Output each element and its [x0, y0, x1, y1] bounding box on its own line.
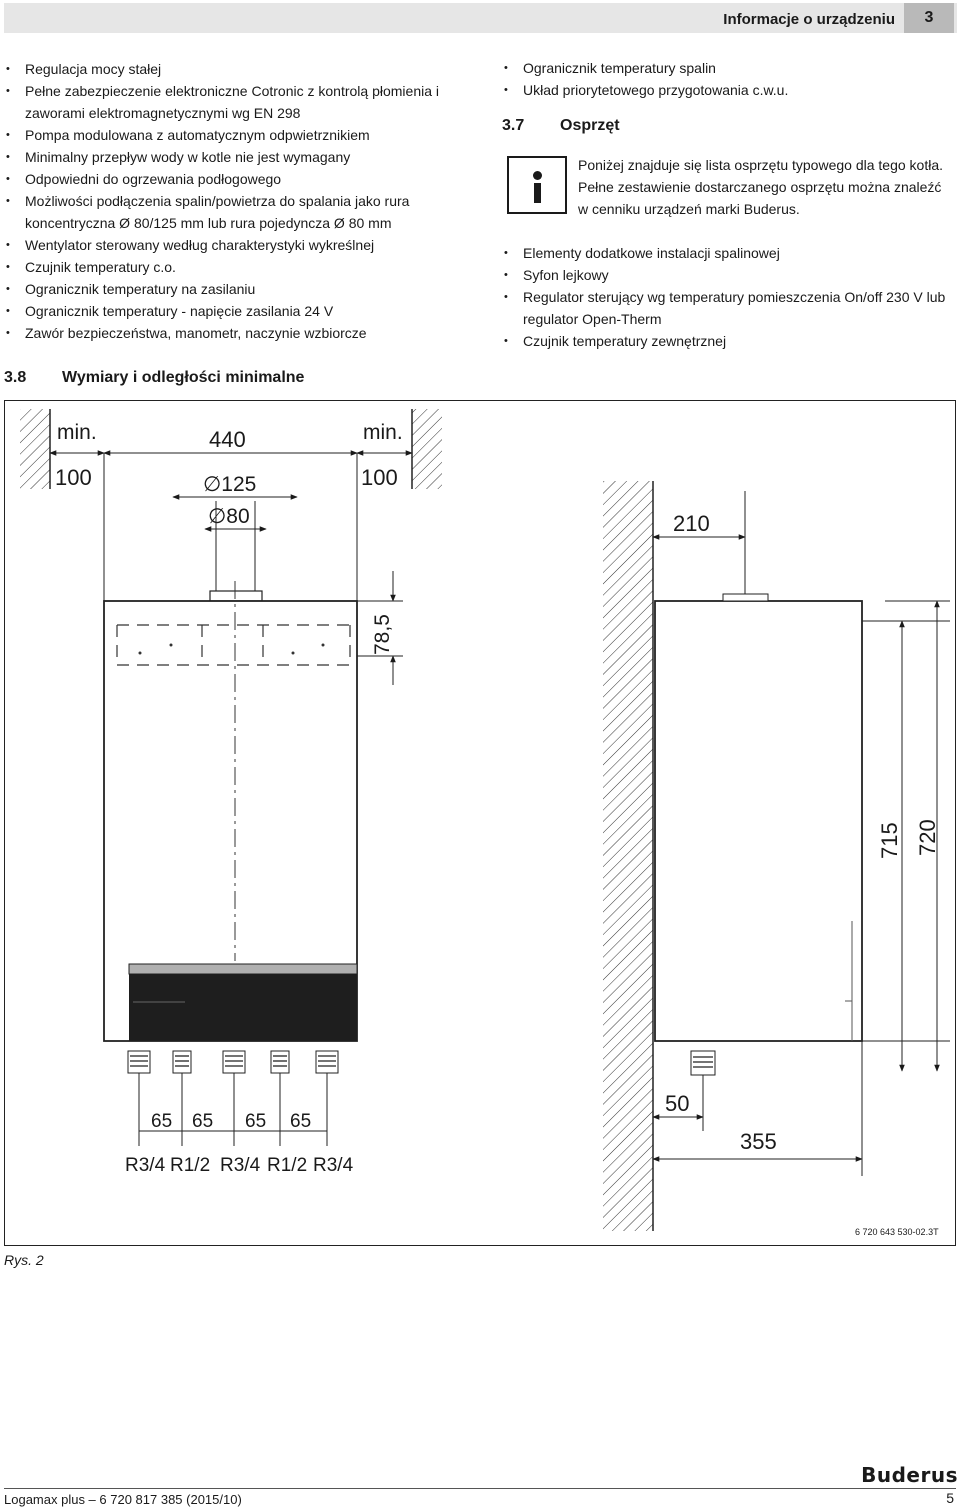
list-item: Regulator sterujący wg temperatury pomie… [502, 286, 957, 330]
connection-size: R1/2 [170, 1155, 210, 1176]
list-item: Układ priorytetowego przygotowania c.w.u… [502, 79, 957, 101]
side-total-dimension: 355 [740, 1129, 777, 1154]
control-panel [128, 963, 358, 975]
chapter-title: Informacje o urządzeniu [723, 11, 895, 28]
dimension-drawing: min. 100 min. 100 440 ∅125 ∅80 [4, 400, 956, 1246]
min-left-value: 100 [55, 465, 92, 490]
features-list: Regulacja mocy stałej Pełne zabezpieczen… [4, 58, 464, 344]
section-heading-dimensions: 3.8 Wymiary i odległości minimalne [4, 369, 304, 387]
list-item: Syfon lejkowy [502, 264, 957, 286]
connection-size: R3/4 [220, 1155, 261, 1176]
list-item: Elementy dodatkowe instalacji spalinowej [502, 242, 957, 264]
spacing-dimension: 65 [245, 1111, 266, 1132]
flue-inner-diameter: ∅80 [208, 505, 250, 528]
info-note: Poniżej znajduje się lista osprzętu typo… [578, 157, 943, 217]
chapter-header-bar: Informacje o urządzeniu 3 [4, 3, 957, 33]
min-left-label: min. [57, 421, 97, 444]
list-item: Minimalny przepływ wody w kotle nie jest… [4, 146, 464, 168]
mounting-wall [603, 481, 653, 1231]
page-number: 5 [946, 1490, 954, 1506]
flue-outer-diameter: ∅125 [203, 473, 256, 496]
list-item: Ogranicznik temperatury spalin [502, 57, 957, 79]
brand-logo: Buderus [861, 1463, 958, 1487]
list-item: Czujnik temperatury zewnętrznej [502, 330, 957, 352]
side-offset-dimension: 50 [665, 1091, 689, 1116]
spacing-dimension: 65 [151, 1111, 172, 1132]
list-item: Zawór bezpieczeństwa, manometr, naczynie… [4, 322, 464, 344]
list-item: Pompa modulowana z automatycznym odpwiet… [4, 124, 464, 146]
section-number: 3.8 [4, 369, 27, 386]
section-number: 3.7 [502, 117, 525, 134]
footer-divider [4, 1488, 956, 1489]
spacing-dimension: 65 [290, 1111, 311, 1132]
min-right-value: 100 [361, 465, 398, 490]
figure-caption: Rys. 2 [4, 1252, 44, 1268]
features-list-continued: Ogranicznik temperatury spalin Układ pri… [502, 57, 957, 101]
right-clearance-wall [412, 409, 442, 489]
height-dimension: 715 [877, 822, 902, 859]
list-item: Ogranicznik temperatury na zasilaniu [4, 278, 464, 300]
list-item: Odpowiedni do ogrzewania podłogowego [4, 168, 464, 190]
list-item: Pełne zabezpieczenie elektroniczne Cotro… [4, 80, 464, 124]
side-depth-dimension: 210 [673, 511, 710, 536]
spacing-dimension: 65 [192, 1111, 213, 1132]
chapter-number: 3 [904, 3, 954, 33]
top-offset-dimension: 78,5 [371, 614, 394, 655]
width-label: 440 [209, 427, 246, 452]
height-dimension: 720 [915, 819, 940, 856]
boiler-side-view [654, 600, 863, 1042]
connection-size: R1/2 [267, 1155, 307, 1176]
list-item: Regulacja mocy stałej [4, 58, 464, 80]
drawing-reference-code: 6 720 643 530-02.3T [855, 1227, 939, 1237]
list-item: Czujnik temperatury c.o. [4, 256, 464, 278]
section-title: Osprzęt [560, 117, 620, 134]
list-item: Możliwości podłączenia spalin/powietrza … [4, 190, 464, 234]
section-heading-accessories: 3.7 Osprzęt [502, 117, 620, 135]
list-item: Wentylator sterowany według charakteryst… [4, 234, 464, 256]
footer-document-id: Logamax plus – 6 720 817 385 (2015/10) [4, 1492, 242, 1507]
connection-size: R3/4 [125, 1155, 166, 1176]
section-title: Wymiary i odległości minimalne [62, 369, 305, 386]
min-right-label: min. [363, 421, 403, 444]
info-icon [507, 156, 567, 214]
list-item: Ogranicznik temperatury - napięcie zasil… [4, 300, 464, 322]
accessories-list: Elementy dodatkowe instalacji spalinowej… [502, 242, 957, 352]
left-clearance-wall [20, 409, 50, 489]
dimension-drawing-svg: min. 100 min. 100 440 ∅125 ∅80 [20, 409, 950, 1237]
connection-grilles [127, 1050, 339, 1074]
connection-size: R3/4 [313, 1155, 354, 1176]
control-panel-display [129, 974, 357, 1041]
